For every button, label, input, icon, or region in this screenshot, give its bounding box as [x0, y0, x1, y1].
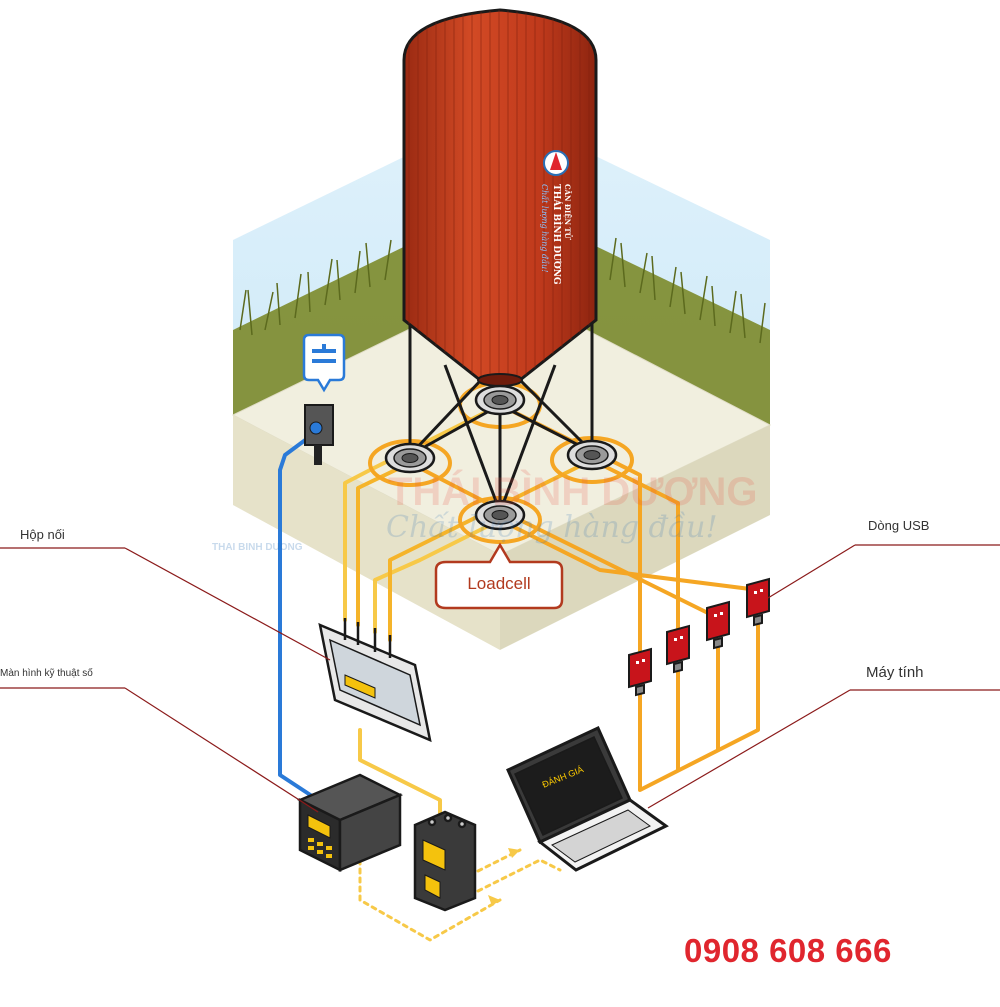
usb-dongles [628, 577, 770, 697]
usb-dongle-icon [666, 624, 690, 674]
loadcell-icon [474, 384, 526, 416]
sensor-icon [302, 333, 346, 465]
loadcell-icon [474, 499, 526, 531]
label-computer: Máy tính [866, 664, 924, 681]
label-usb-cable: Dòng USB [868, 518, 930, 533]
label-loadcell: Loadcell [467, 574, 531, 593]
silo [402, 8, 598, 387]
junction-box-icon [318, 618, 432, 743]
silo-logo-line2: THÁI BÌNH DƯƠNG [551, 184, 561, 285]
watermark-slogan: Chất lượng hàng đầu! [386, 510, 718, 545]
silo-logo-line1: CÂN ĐIỆN TỬ [563, 184, 572, 239]
data-arrows [488, 848, 520, 906]
watermark-small: THAI BINH DUONG [212, 542, 303, 553]
handheld-icon [413, 810, 477, 912]
leader-lines [0, 544, 1000, 813]
loadcell-icon [384, 442, 436, 474]
laptop-icon [506, 725, 669, 872]
usb-dongle-icon [746, 577, 770, 627]
usb-dongle-icon [706, 600, 730, 650]
loadcells [384, 384, 618, 531]
usb-dongle-icon [628, 647, 652, 697]
loadcell-callout [434, 542, 564, 610]
phone-number[interactable]: 0908 608 666 [684, 932, 892, 969]
indicator-icon [296, 773, 404, 873]
label-junction-box: Hộp nối [20, 527, 65, 542]
label-digital-display: Màn hình kỹ thuật số [0, 668, 93, 679]
watermark-name: THÁI BÌNH DƯƠNG [388, 470, 758, 514]
silo-logo-line3: Chất lượng hàng đầu! [540, 184, 549, 273]
loadcell-icon [566, 439, 618, 471]
